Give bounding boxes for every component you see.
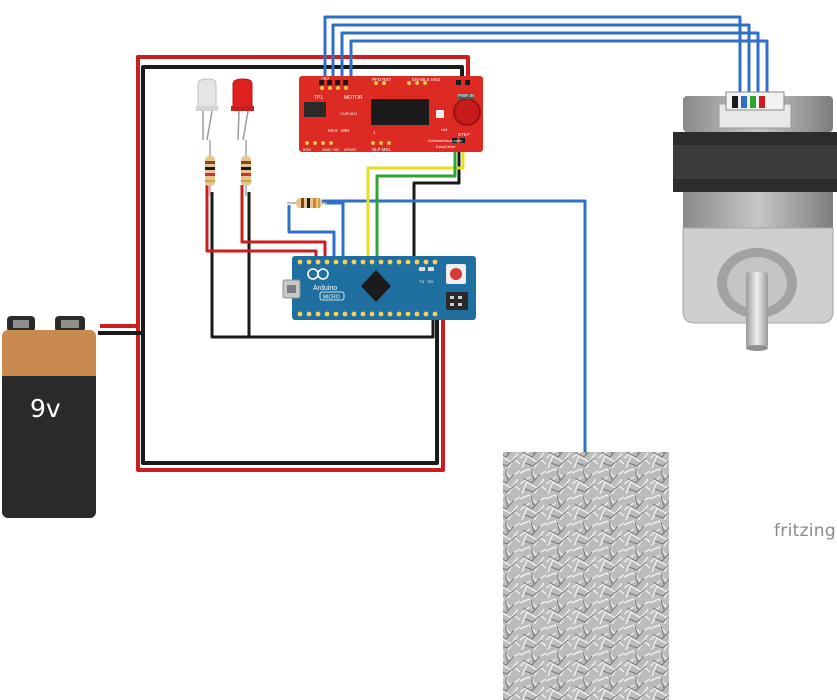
arduino-tx: TX [419,279,424,284]
arduino-rx: RX [428,279,434,284]
driver-pwr-in: PWR IN [458,93,474,98]
driver-max: MAX [328,128,338,133]
wire-black-led-ground [210,192,435,339]
battery-9v: 9v [2,316,96,518]
driver-slp: SLP MS1 [372,147,391,152]
wire-green-dir [375,141,457,262]
driver-gnd-m: GND +5V [322,147,340,152]
arduino-brand: Arduino [313,285,337,292]
arduino-micro: Arduino MICRO TX RX [282,256,476,320]
driver-tp1: TP1 [314,95,323,101]
easydriver-board: +5V MOTOR PFD RST ENABLE MS2 PWR IN TP1 … [299,76,483,152]
resistor-led1 [205,140,215,196]
driver-url2: EasyDriver [436,144,456,149]
wire-black-main [98,65,464,335]
wire-red-main [100,55,470,328]
wire-black-bottom [141,318,439,465]
driver-plus5v: +5V [321,76,329,81]
wire-yellow-step [366,141,465,262]
driver-url1: SchmalzHaus.com/ [428,138,463,143]
resistor-led2 [241,140,251,196]
signal-wires [205,141,587,452]
wire-red-led2 [240,185,327,262]
driver-apwr: APWR [344,147,356,152]
driver-enable-ms2: ENABLE MS2 [412,77,441,82]
led-red [231,78,254,141]
battery-label: 9v [30,394,61,423]
driver-ver: v44 [441,127,448,132]
driver-pfd-rst: PFD RST [372,77,392,82]
driver-cur-adj: CUR ADJ [340,111,357,116]
driver-motor-label: MOTOR [344,95,363,101]
motor-bus-wires [323,15,769,98]
wire-blue-sensor [322,199,587,452]
aluminium-foil [503,452,669,700]
wire-blue-resistor [287,205,336,262]
driver-gnd-5v: 5/5V [303,147,312,152]
driver-min: MIN [341,128,349,133]
driver-one: 1 [373,130,376,135]
wire-black-driver-gnd [412,141,461,260]
led-white [196,78,218,141]
driver-step: STEP [458,132,470,137]
resistor-sensor [287,198,327,208]
wire-red-bottom [136,318,445,472]
wire-red-led1 [205,185,318,262]
power-wires [98,55,470,472]
arduino-model: MICRO [323,295,340,301]
fritzing-watermark: fritzing [774,521,836,541]
stepper-motor [673,91,837,351]
